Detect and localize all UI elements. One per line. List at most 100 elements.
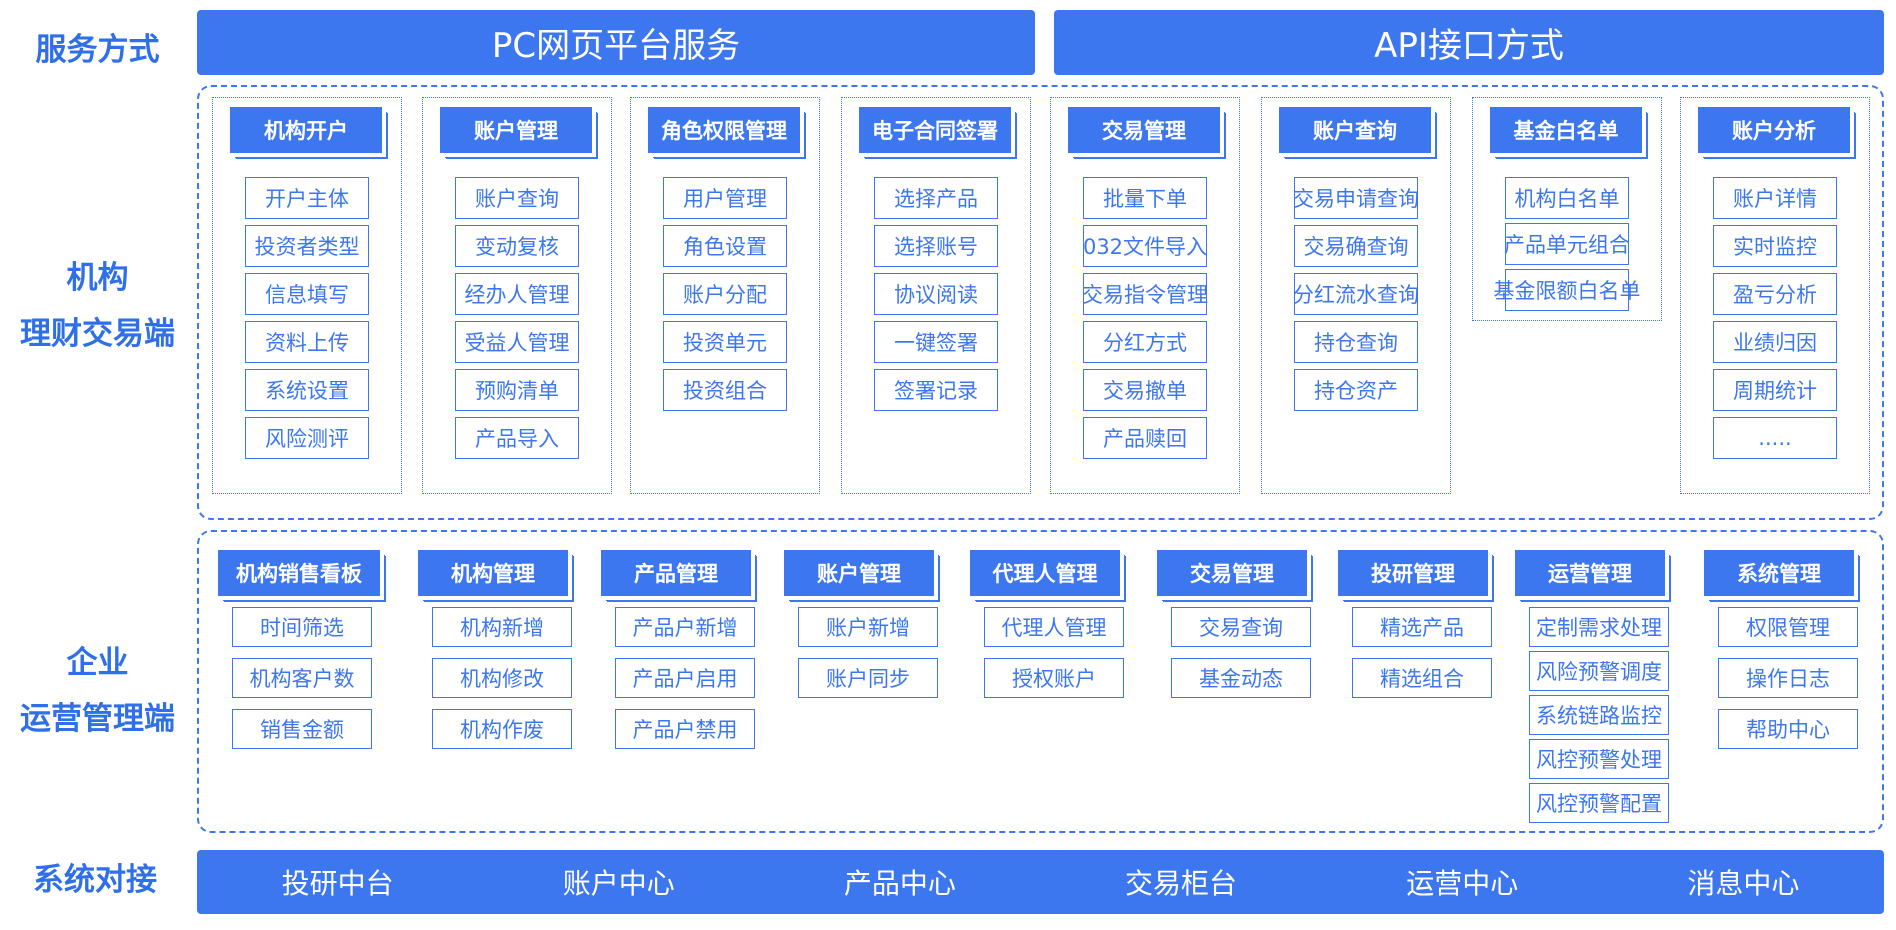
- module-item: 角色设置: [663, 225, 787, 267]
- module-item: 账户查询: [455, 177, 579, 219]
- institution-column-frame: [1472, 97, 1662, 321]
- module-header: 账户管理: [440, 107, 592, 153]
- system-item: 运营中心: [1406, 867, 1519, 900]
- module-item: 批量下单: [1083, 177, 1207, 219]
- module-item: 精选产品: [1352, 607, 1492, 647]
- module-item: 风险预警调度: [1529, 651, 1669, 691]
- module-item: 风控预警配置: [1529, 783, 1669, 823]
- module-item: 产品导入: [455, 417, 579, 459]
- module-item: 账户分配: [663, 273, 787, 315]
- module-item: 账户详情: [1713, 177, 1837, 219]
- module-header: 基金白名单: [1490, 107, 1642, 153]
- module-item: 风控预警处理: [1529, 739, 1669, 779]
- module-item: 机构修改: [432, 658, 572, 698]
- module-item: 风险测评: [245, 417, 369, 459]
- module-item: 资料上传: [245, 321, 369, 363]
- module-item: 投资单元: [663, 321, 787, 363]
- module-item: 持仓查询: [1294, 321, 1418, 363]
- region-enterprise: [197, 530, 1884, 833]
- module-item: 持仓资产: [1294, 369, 1418, 411]
- module-item: 账户同步: [798, 658, 938, 698]
- module-header: 系统管理: [1704, 550, 1854, 596]
- module-item: 精选组合: [1352, 658, 1492, 698]
- module-item: 032文件导入: [1083, 225, 1207, 267]
- module-item: 盈亏分析: [1713, 273, 1837, 315]
- module-item: 操作日志: [1718, 658, 1858, 698]
- institution-column-frame: [1261, 97, 1451, 494]
- module-header: 代理人管理: [970, 550, 1120, 596]
- system-integration-bar: 投研中台 账户中心 产品中心 交易柜台 运营中心 消息中心: [197, 850, 1884, 914]
- module-item: 系统链路监控: [1529, 695, 1669, 735]
- module-item: 产品单元组合: [1504, 223, 1630, 265]
- module-item: 选择产品: [874, 177, 998, 219]
- institution-column-frame: [212, 97, 402, 494]
- institution-column-frame: [841, 97, 1031, 494]
- module-item: 产品户新增: [615, 607, 755, 647]
- label-institution-line1: 机构: [66, 260, 129, 296]
- module-item: 机构客户数: [232, 658, 372, 698]
- module-item: 预购清单: [455, 369, 579, 411]
- module-item: 机构新增: [432, 607, 572, 647]
- module-header: 机构开户: [230, 107, 382, 153]
- institution-column-frame: [1050, 97, 1240, 494]
- module-item: 产品户启用: [615, 658, 755, 698]
- module-header: 角色权限管理: [648, 107, 800, 153]
- module-header: 账户分析: [1698, 107, 1850, 153]
- banner-pc-web: PC网页平台服务: [197, 10, 1035, 75]
- label-enterprise-terminal: 企业 运营管理端: [0, 635, 195, 747]
- module-item: 权限管理: [1718, 607, 1858, 647]
- institution-column-frame: [1680, 97, 1870, 494]
- module-item: 协议阅读: [874, 273, 998, 315]
- module-item: 定制需求处理: [1529, 607, 1669, 647]
- label-enterprise-line1: 企业: [66, 645, 129, 681]
- module-item: 系统设置: [245, 369, 369, 411]
- system-item: 产品中心: [843, 867, 956, 900]
- module-header: 交易管理: [1068, 107, 1220, 153]
- system-item: 投研中台: [281, 867, 394, 900]
- module-item: 交易查询: [1171, 607, 1311, 647]
- module-item: 投资组合: [663, 369, 787, 411]
- region-institution: [197, 85, 1884, 520]
- module-item: 投资者类型: [245, 225, 369, 267]
- module-item: 分红方式: [1083, 321, 1207, 363]
- label-institution-terminal: 机构 理财交易端: [0, 250, 195, 362]
- module-item: 实时监控: [1713, 225, 1837, 267]
- module-header: 电子合同签署: [859, 107, 1011, 153]
- module-header: 机构销售看板: [218, 550, 380, 596]
- module-item: 账户新增: [798, 607, 938, 647]
- banner-api: API接口方式: [1054, 10, 1884, 75]
- module-header: 交易管理: [1157, 550, 1307, 596]
- label-system-integration: 系统对接: [33, 862, 157, 898]
- module-item: 帮助中心: [1718, 709, 1858, 749]
- module-item: .....: [1713, 417, 1837, 459]
- module-item: 机构白名单: [1505, 177, 1629, 219]
- module-item: 基金动态: [1171, 658, 1311, 698]
- module-item: 周期统计: [1713, 369, 1837, 411]
- module-header: 账户管理: [784, 550, 934, 596]
- module-item: 开户主体: [245, 177, 369, 219]
- module-header: 账户查询: [1279, 107, 1431, 153]
- institution-column-frame: [422, 97, 612, 494]
- module-item: 机构作废: [432, 709, 572, 749]
- module-header: 产品管理: [601, 550, 751, 596]
- system-item: 账户中心: [562, 867, 675, 900]
- module-header: 运营管理: [1515, 550, 1665, 596]
- module-item: 分红流水查询: [1293, 273, 1419, 315]
- module-item: 交易指令管理: [1082, 273, 1208, 315]
- module-item: 时间筛选: [232, 607, 372, 647]
- label-enterprise-line2: 运营管理端: [20, 701, 175, 737]
- module-item: 业绩归因: [1713, 321, 1837, 363]
- module-item: 用户管理: [663, 177, 787, 219]
- module-item: 交易申请查询: [1293, 177, 1419, 219]
- system-item: 消息中心: [1687, 867, 1800, 900]
- module-header: 机构管理: [418, 550, 568, 596]
- module-item: 产品赎回: [1083, 417, 1207, 459]
- module-item: 销售金额: [232, 709, 372, 749]
- module-item: 信息填写: [245, 273, 369, 315]
- module-item: 选择账号: [874, 225, 998, 267]
- label-service-mode: 服务方式: [35, 32, 160, 68]
- module-item: 受益人管理: [455, 321, 579, 363]
- module-item: 交易确查询: [1294, 225, 1418, 267]
- module-item: 产品户禁用: [615, 709, 755, 749]
- module-header: 投研管理: [1338, 550, 1488, 596]
